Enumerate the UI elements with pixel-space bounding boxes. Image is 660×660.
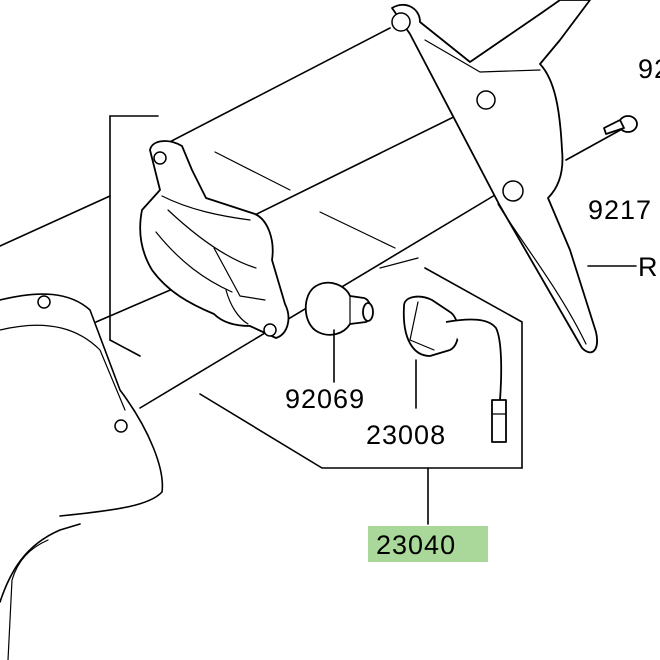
edge-part-number-top: 92 (638, 54, 660, 84)
assembly-part-number: 23040 (376, 530, 456, 560)
fairing-hole-icon (37, 295, 51, 309)
bracket-hole-icon (476, 90, 496, 110)
bulb-part-number: 92069 (285, 384, 365, 414)
socket-part-number: 23008 (366, 420, 446, 450)
screw (603, 115, 638, 135)
bracket-hole-icon (391, 12, 411, 32)
housing-hole-icon (153, 151, 167, 165)
assembly-highlight (368, 526, 488, 562)
bulb (304, 281, 374, 383)
edge-part-number-right: R (638, 252, 659, 282)
socket (402, 295, 507, 443)
turn-signal-housing (139, 140, 290, 339)
housing-hole-icon (263, 323, 277, 337)
screw-part-number: 9217 (588, 195, 652, 225)
fairing-panel (0, 195, 164, 660)
fairing-hole-icon (114, 419, 128, 433)
mounting-bracket (391, 0, 637, 354)
bracket-hole-icon (502, 180, 524, 202)
